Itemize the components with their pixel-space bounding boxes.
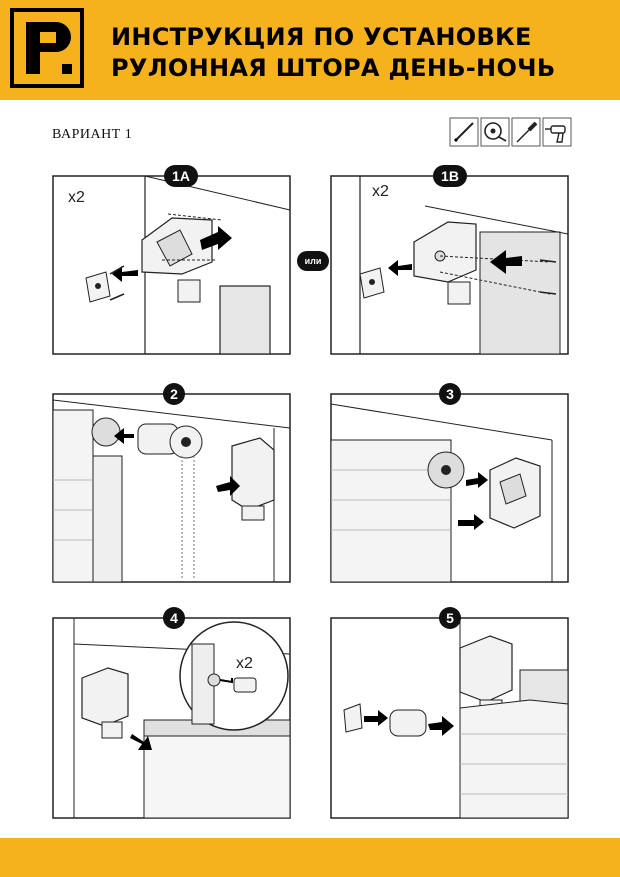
blind-cassette-drawing <box>143 719 291 819</box>
or-separator: или <box>297 251 329 271</box>
step-1a-badge-text: 1A <box>172 168 190 184</box>
screwdriver-icon <box>511 117 541 147</box>
footer-bar <box>0 838 620 877</box>
zoom-detail-drawing <box>179 621 289 731</box>
end-cap-drawing <box>137 423 203 459</box>
step-2-panel: 2 <box>52 380 292 586</box>
bracket-drawing-3 <box>489 457 541 529</box>
tools-row <box>449 117 572 147</box>
step-2-badge: 2 <box>163 383 185 405</box>
end-plug-drawing <box>343 703 427 737</box>
bracket-drawing-4 <box>81 667 129 739</box>
tape-measure-icon <box>480 117 510 147</box>
pencil-icon <box>449 117 479 147</box>
mount-plate-drawing-1b <box>359 267 385 299</box>
variant-label: ВАРИАНТ 1 <box>52 127 133 142</box>
bracket-drawing-1b <box>413 221 477 305</box>
title-line-2: РУЛОННАЯ ШТОРА ДЕНЬ-НОЧЬ <box>111 54 556 82</box>
step-3-panel: 3 <box>330 380 570 586</box>
drill-icon <box>542 117 572 147</box>
title-line-1: ИНСТРУКЦИЯ ПО УСТАНОВКЕ <box>111 23 532 51</box>
brand-logo-icon <box>10 8 84 88</box>
or-separator-text: или <box>305 256 322 266</box>
step-5-panel: 5 <box>330 604 570 822</box>
blind-fabric-drawing <box>52 409 94 583</box>
step-4-badge-text: 4 <box>170 610 178 626</box>
step-1a-multiplier: x2 <box>68 189 85 206</box>
step-4-multiplier: x2 <box>236 655 253 672</box>
bracket-drawing-2 <box>231 437 275 521</box>
mount-plate-drawing <box>85 271 111 303</box>
page-title: ИНСТРУКЦИЯ ПО УСТАНОВКЕ РУЛОННАЯ ШТОРА Д… <box>111 22 555 84</box>
step-4-badge: 4 <box>163 607 185 629</box>
roller-blind-drawing <box>459 699 569 819</box>
step-5-badge: 5 <box>439 607 461 629</box>
step-1b-panel: x2 1B <box>330 162 570 358</box>
step-1a-badge: 1A <box>164 165 198 187</box>
step-1b-badge: 1B <box>433 165 467 187</box>
step-1a-panel: x2 1A <box>52 162 292 358</box>
step-4-panel: x2 4 <box>52 604 292 822</box>
step-1b-badge-text: 1B <box>441 168 459 184</box>
step-5-badge-text: 5 <box>446 610 454 626</box>
step-2-badge-text: 2 <box>170 386 178 402</box>
step-3-badge-text: 3 <box>446 386 454 402</box>
step-3-badge: 3 <box>439 383 461 405</box>
step-1b-multiplier: x2 <box>372 183 389 200</box>
header-bar: ИНСТРУКЦИЯ ПО УСТАНОВКЕ РУЛОННАЯ ШТОРА Д… <box>0 0 620 100</box>
